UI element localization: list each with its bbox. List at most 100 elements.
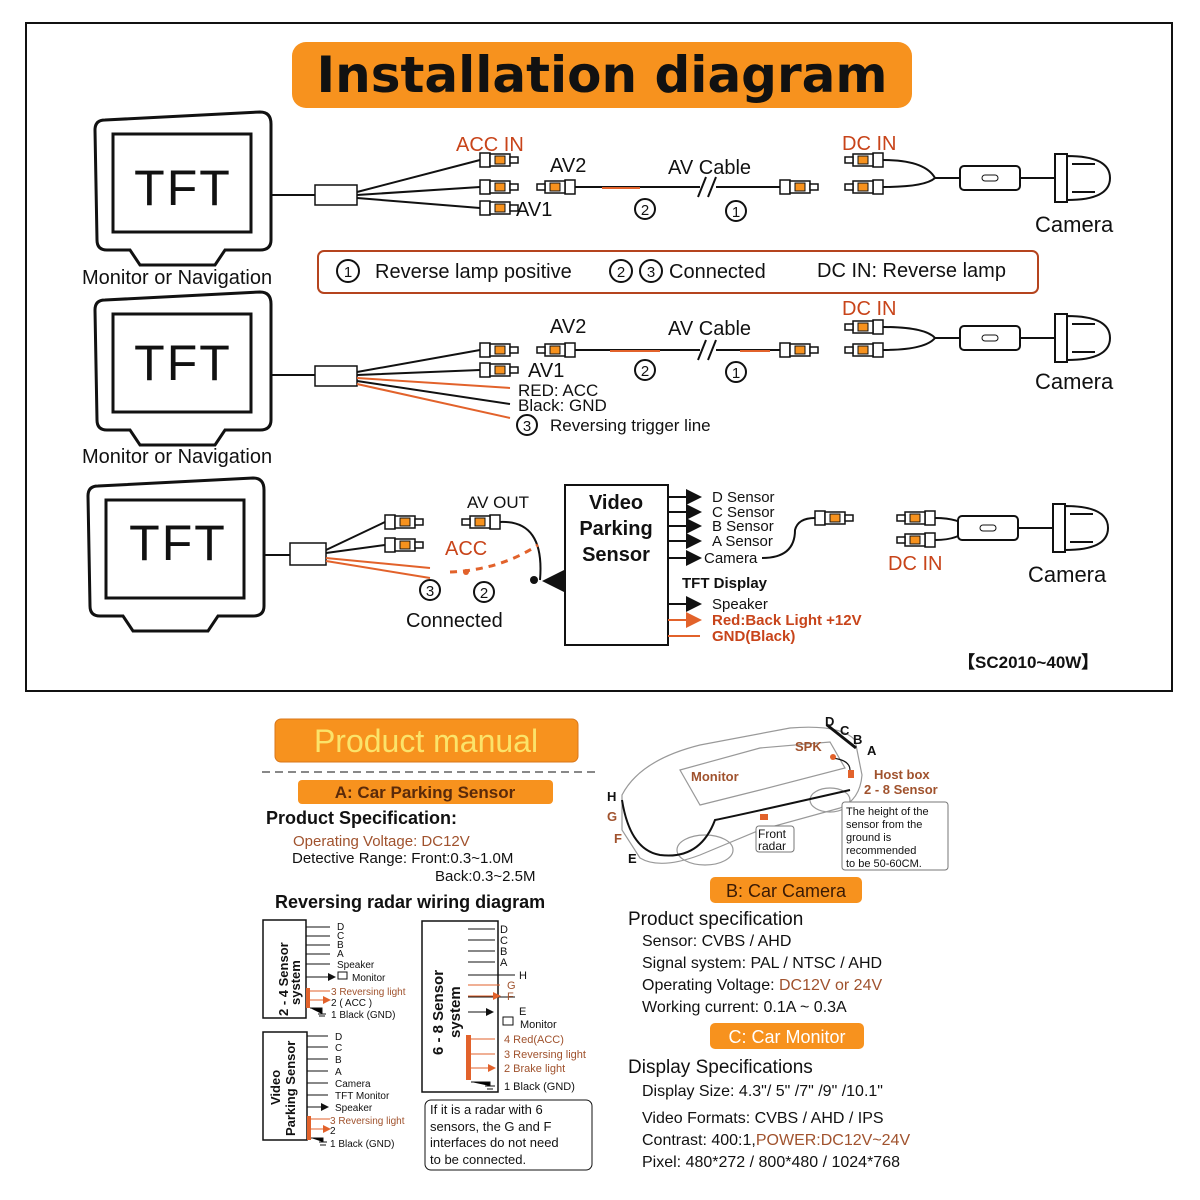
sysvideo-item: Camera	[335, 1079, 371, 1090]
legend-circle-3: 3	[647, 264, 655, 281]
display-formats: Video Formats: CVBS / AHD / IPS	[642, 1110, 884, 1127]
camera-voltage: Operating Voltage: DC12V or 24V	[642, 977, 882, 994]
car-letter: G	[607, 809, 617, 824]
sys24-item: A	[337, 949, 344, 960]
sysvideo-power: 1 Black (GND)	[330, 1139, 394, 1150]
sysvideo-power: 2	[330, 1126, 336, 1137]
height-note-line: to be 50-60CM.	[846, 858, 922, 870]
row3-circle-3: 3	[426, 583, 434, 600]
row2-circle-2: 2	[641, 363, 649, 380]
row3-circle-2: 2	[480, 585, 488, 602]
av1-label: AV1	[516, 199, 552, 221]
car-letter: D	[825, 714, 834, 729]
host-sensor-label: 2 - 8 Sensor	[864, 782, 938, 797]
car-letter: B	[853, 732, 862, 747]
section-a-title: A: Car Parking Sensor	[335, 783, 516, 802]
legend-circle-1: 1	[344, 264, 352, 281]
sys68-power: 1 Black (GND)	[504, 1081, 575, 1093]
sysvideo-title-2: Parking Sensor	[283, 1041, 298, 1136]
camera-2-label: Camera	[1035, 369, 1114, 394]
host-box-label: Host box	[874, 767, 930, 782]
sys68-power: 4 Red(ACC)	[504, 1034, 564, 1046]
sys24-item: B	[337, 940, 344, 951]
camera-3	[957, 503, 1109, 553]
sys68-power: 2 Brake light	[504, 1063, 565, 1075]
row2-circle-1: 1	[732, 365, 740, 382]
box-line-3: Sensor	[582, 544, 650, 566]
sys68-item: C	[500, 935, 508, 947]
monitor-2-tft: TFT	[134, 335, 232, 391]
dc-in-label-2: DC IN	[842, 298, 896, 320]
operating-voltage: Operating Voltage: DC12V	[293, 833, 470, 850]
camera-spec-title: Product specification	[628, 909, 803, 930]
trigger-line-label: Reversing trigger line	[550, 416, 711, 435]
camera-1	[959, 153, 1111, 203]
sysvideo-item: B	[335, 1055, 342, 1066]
display-spec-title: Display Specifications	[628, 1057, 813, 1078]
camera-current: Working current: 0.1A ~ 0.3A	[642, 999, 847, 1016]
sys24-power: 2 ( ACC )	[331, 998, 372, 1009]
display-contrast: Contrast: 400:1,POWER:DC12V~24V	[642, 1132, 910, 1149]
row2-av2-label: AV2	[550, 316, 586, 338]
car-letter: A	[867, 743, 877, 758]
sysvideo-item: TFT Monitor	[335, 1091, 390, 1102]
note-line: to be connected.	[430, 1152, 526, 1167]
output-b-sensor: B Sensor	[712, 518, 774, 535]
row2-av-cable-label: AV Cable	[668, 318, 751, 340]
legend-circle-2: 2	[617, 264, 625, 281]
monitor-icon	[337, 971, 348, 980]
front-radar-label: Front	[758, 827, 787, 841]
legend-item-1: Reverse lamp positive	[375, 261, 572, 283]
output-tft-display: TFT Display	[682, 575, 768, 592]
wiring-title: Reversing radar wiring diagram	[275, 892, 545, 912]
sys68-title-2: system	[447, 986, 464, 1038]
box-line-2: Parking	[579, 518, 652, 540]
car-letter: H	[607, 789, 616, 804]
sysvideo-item: D	[335, 1032, 342, 1043]
av-cable-label: AV Cable	[668, 157, 751, 179]
sys68-item: E	[519, 1006, 526, 1018]
sysvideo-item: Speaker	[335, 1103, 373, 1114]
harness-plug-1	[314, 184, 358, 206]
acc-label: ACC	[445, 538, 487, 560]
monitor-2: TFT	[93, 290, 273, 447]
monitor-1: TFT	[93, 110, 273, 267]
car-illustration	[621, 723, 863, 866]
sys24-power: 3 Reversing light	[331, 987, 406, 998]
dc-in-label-1: DC IN	[842, 133, 896, 155]
sysvideo-power: 3 Reversing light	[330, 1116, 405, 1127]
dc-in-label-3: DC IN	[888, 553, 942, 575]
section-b-title: B: Car Camera	[726, 881, 847, 901]
legend-box	[317, 250, 1039, 294]
sys24-title-2: system	[288, 960, 303, 1005]
title-pill	[292, 42, 912, 108]
installation-frame	[25, 22, 1173, 692]
range-back: Back:0.3~2.5M	[435, 868, 535, 885]
note-line: If it is a radar with 6	[430, 1102, 543, 1117]
monitor-1-label: Monitor or Navigation	[82, 267, 272, 289]
front-radar-label: radar	[758, 839, 786, 853]
display-pixel: Pixel: 480*272 / 800*480 / 1024*768	[642, 1154, 900, 1171]
sys68-item: H	[519, 970, 527, 982]
sys68-item: G	[507, 980, 516, 992]
monitor-1-tft: TFT	[134, 160, 232, 216]
sys68-item: A	[500, 957, 508, 969]
sysvideo-item: A	[335, 1067, 342, 1078]
black-gnd-label: Black: GND	[518, 396, 607, 415]
monitor-2-label: Monitor or Navigation	[82, 446, 272, 468]
circle-1: 1	[732, 204, 740, 221]
av2-label: AV2	[550, 155, 586, 177]
output-back-light: Red:Back Light +12V	[712, 612, 862, 629]
sys68-item: D	[500, 924, 508, 936]
sys24-item: Speaker	[337, 960, 375, 971]
camera-signal: Signal system: PAL / NTSC / AHD	[642, 955, 882, 972]
car-letter: E	[628, 851, 637, 866]
product-manual-title: Product manual	[314, 723, 538, 759]
sys68-power: 3 Reversing light	[504, 1049, 586, 1061]
page-title: Installation diagram	[317, 46, 888, 104]
sys68-item: Monitor	[520, 1019, 557, 1031]
row2-circle-3: 3	[523, 418, 531, 435]
av-out-label: AV OUT	[467, 493, 529, 512]
height-note-line: ground is	[846, 832, 892, 844]
